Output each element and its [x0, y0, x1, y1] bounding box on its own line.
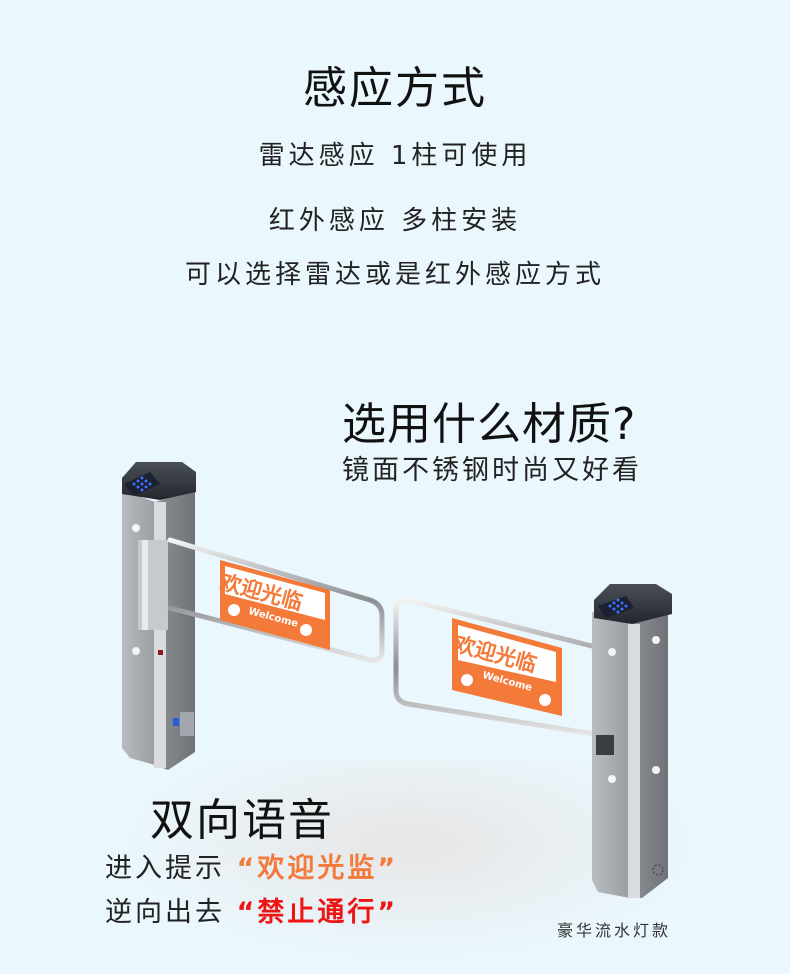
- voice-line-reverse: 逆向出去 “禁止通行”: [105, 890, 398, 929]
- sensing-line-choice: 可以选择雷达或是红外感应方式: [184, 260, 605, 290]
- voice-enter-quote: “欢迎光监”: [236, 853, 399, 884]
- voice-title: 双向语音: [150, 795, 334, 846]
- right-swing-arm: [393, 597, 603, 738]
- sensing-line-radar: 雷达感应 1柱可使用: [258, 141, 532, 171]
- voice-reverse-quote: “禁止通行”: [236, 897, 399, 928]
- material-subtitle: 镜面不锈钢时尚又好看: [342, 455, 642, 486]
- left-welcome-sign: [220, 560, 330, 650]
- left-swing-arm: [167, 537, 385, 663]
- product-caption: 豪华流水灯款: [557, 921, 672, 940]
- sensing-title: 感应方式: [303, 63, 487, 114]
- voice-line-enter: 进入提示 “欢迎光监”: [105, 846, 398, 885]
- right-pillar: [592, 584, 672, 898]
- material-title: 选用什么材质?: [342, 399, 637, 450]
- left-pillar: [122, 462, 196, 770]
- right-welcome-sign: [452, 618, 562, 716]
- voice-enter-label: 进入提示: [105, 853, 237, 884]
- voice-reverse-label: 逆向出去: [105, 897, 237, 928]
- sensing-line-infrared: 红外感应 多柱安装: [268, 206, 522, 236]
